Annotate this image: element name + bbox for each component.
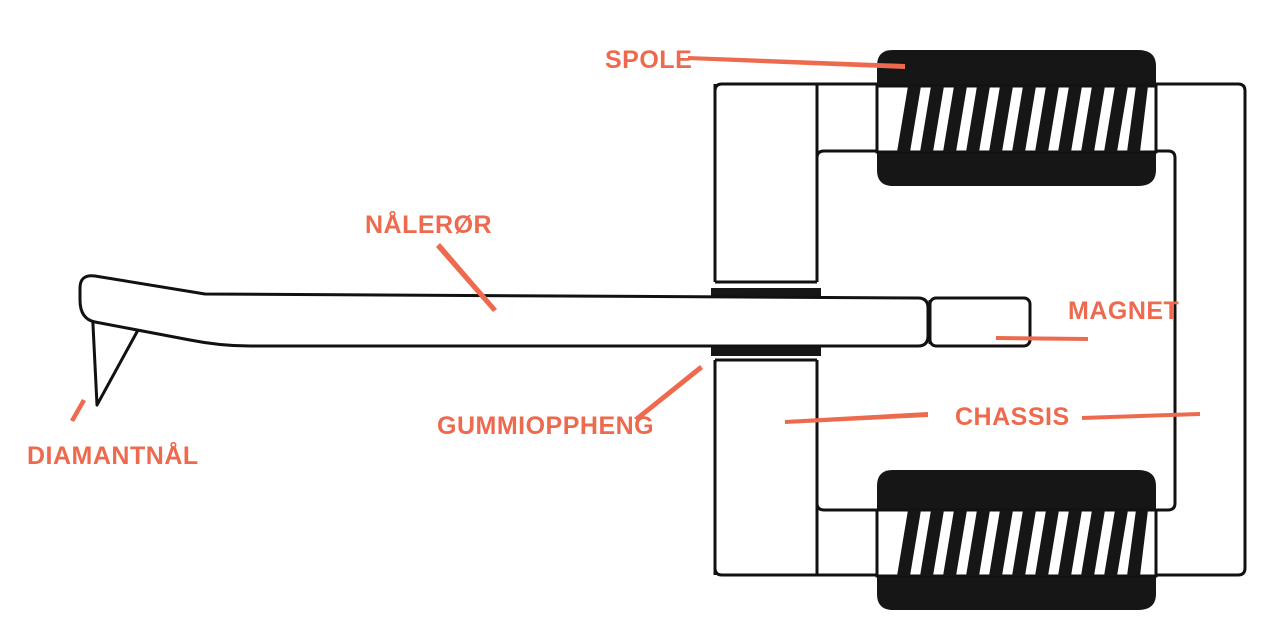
leader-magnet [996, 336, 1088, 341]
leader-lines [70, 56, 1200, 424]
label-nalerør: NÅLERØR [365, 210, 492, 239]
leader-nalerør [436, 243, 497, 312]
leader-chassis-right [1082, 412, 1200, 420]
label-gummioppheng: GUMMIOPPHENG [437, 412, 654, 440]
cantilever-tube [78, 274, 930, 348]
leader-gummioppheng [634, 365, 703, 421]
label-diamantnal: DIAMANTNÅL [27, 441, 199, 470]
leader-spole [688, 56, 905, 69]
label-chassis: CHASSIS [955, 403, 1070, 431]
top-coil [875, 50, 1158, 186]
bottom-coil [875, 470, 1158, 610]
labels: SPOLE NÅLERØR MAGNET CHASSIS GUMMIOPPHEN… [27, 46, 1179, 470]
label-spole: SPOLE [605, 46, 692, 74]
leader-chassis-left [785, 412, 928, 424]
leader-diamantnal [70, 399, 86, 422]
label-magnet: MAGNET [1068, 297, 1179, 325]
